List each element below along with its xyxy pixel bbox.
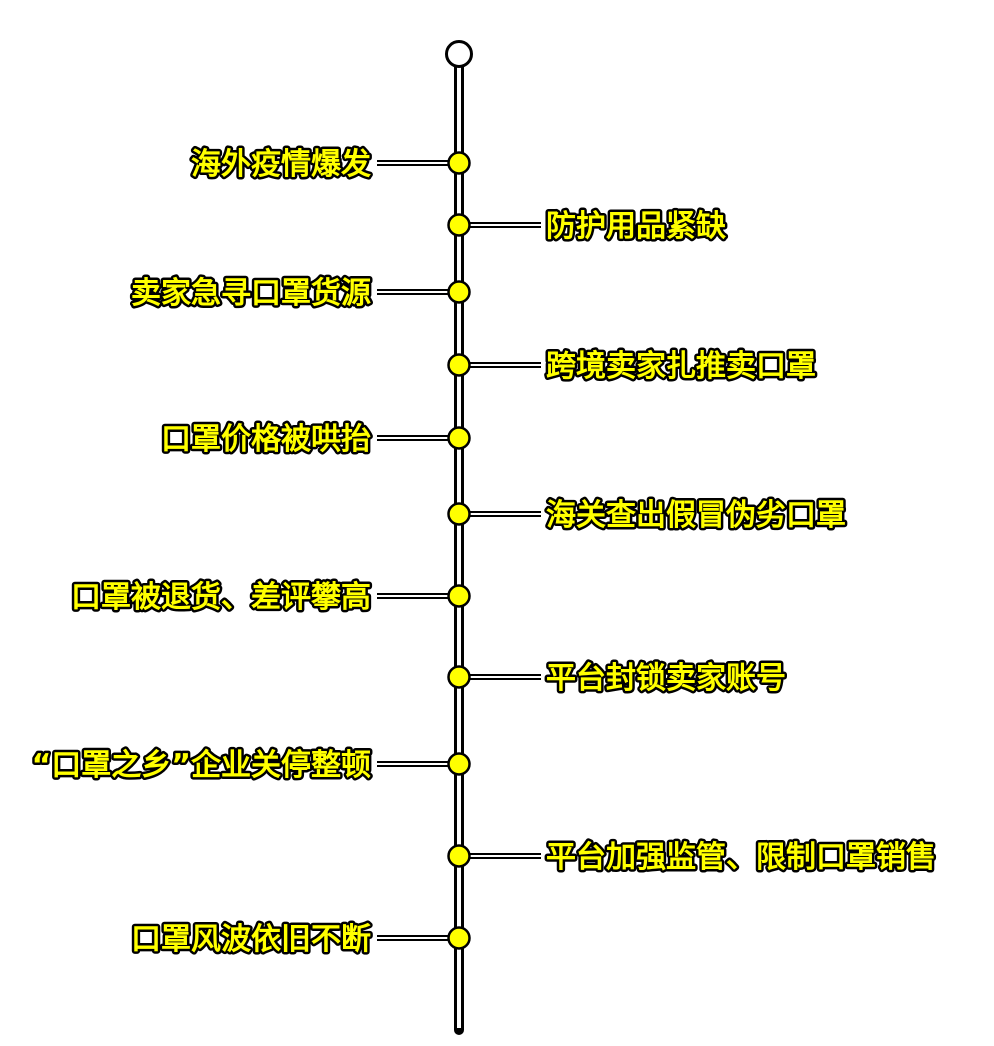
- events-layer: 海外疫情爆发防护用品紧缺卖家急寻口罩货源跨境卖家扎推卖口罩口罩价格被哄抬海关查出…: [29, 145, 939, 960]
- event-dot: [447, 426, 471, 450]
- event-label: “口罩之乡”企业关停整顿: [32, 748, 371, 783]
- event-dot: [447, 584, 471, 608]
- event-label: 口罩风波依旧不断: [131, 922, 371, 957]
- timeline-event: 口罩被退货、差评攀高: [69, 578, 471, 618]
- event-dot: [447, 844, 471, 868]
- event-label: 防护用品紧缺: [546, 209, 726, 244]
- timeline-event: 海外疫情爆发: [189, 145, 471, 185]
- event-dot: [447, 926, 471, 950]
- event-label: 海外疫情爆发: [191, 147, 371, 182]
- event-dot: [447, 353, 471, 377]
- event-label: 海关查出假冒伪劣口罩: [546, 498, 846, 533]
- event-label: 口罩价格被哄抬: [161, 422, 371, 457]
- timeline-event: “口罩之乡”企业关停整顿: [29, 746, 471, 786]
- timeline-event: 平台封锁卖家账号: [447, 659, 789, 699]
- timeline-event: 跨境卖家扎推卖口罩: [447, 347, 819, 387]
- event-dot: [447, 502, 471, 526]
- event-dot: [447, 752, 471, 776]
- timeline-event: 防护用品紧缺: [447, 207, 729, 247]
- event-label: 平台封锁卖家账号: [546, 661, 786, 696]
- event-label: 跨境卖家扎推卖口罩: [546, 349, 816, 384]
- timeline-event: 口罩价格被哄抬: [159, 420, 471, 460]
- timeline-event: 卖家急寻口罩货源: [129, 274, 471, 314]
- event-label: 卖家急寻口罩货源: [131, 276, 371, 311]
- event-dot: [447, 213, 471, 237]
- timeline-event: 海关查出假冒伪劣口罩: [447, 496, 849, 536]
- timeline-start-node: [445, 40, 473, 68]
- event-dot: [447, 665, 471, 689]
- event-label: 平台加强监管、限制口罩销售: [546, 840, 936, 875]
- event-label: 口罩被退货、差评攀高: [71, 580, 371, 615]
- event-dot: [447, 280, 471, 304]
- timeline-event: 平台加强监管、限制口罩销售: [447, 838, 939, 878]
- event-dot: [447, 151, 471, 175]
- timeline-event: 口罩风波依旧不断: [129, 920, 471, 960]
